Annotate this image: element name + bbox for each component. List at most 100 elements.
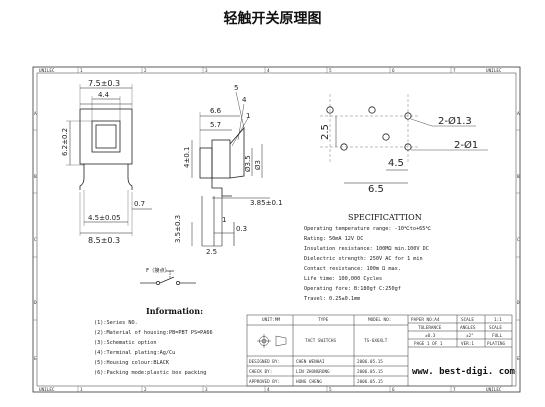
dim-label: 3.5±0.3 [174, 215, 182, 243]
corner-tag-bl: UNILEC [39, 387, 55, 393]
information-title: Information: [146, 306, 203, 316]
row-label: B [34, 174, 37, 180]
dim-label: Ø3 [254, 160, 262, 170]
dim-label: 6.2±0.2 [61, 128, 69, 156]
side-lead [211, 178, 232, 197]
col-label: 6 [392, 387, 395, 393]
actuator-inner [95, 124, 117, 149]
website-link[interactable]: www. best-digi. com [412, 366, 516, 377]
tb-name: HONG CHENG [296, 379, 322, 385]
side-cap [211, 139, 231, 179]
tb-paper-cell: ±2° [466, 333, 474, 339]
dim-label: 8.5±0.3 [88, 236, 120, 245]
tb-header-type: TYPE [318, 317, 329, 323]
tb-paper-cell: ±0.3 [425, 333, 436, 339]
dim-label: 4.4 [98, 91, 110, 99]
dim-label: Ø3.5 [244, 155, 252, 172]
corner-tag-tl: UNILEC [39, 68, 55, 74]
row-label: E [34, 356, 37, 362]
dim-label: 6.5 [368, 184, 384, 195]
page-title: 轻触开关原理图 [223, 11, 322, 27]
tb-name: CHEN WENHAI [296, 359, 325, 365]
info-line: (2):Material of housing:PB=PBT PS=PA66 [94, 330, 213, 336]
col-label: 5 [329, 387, 332, 393]
tb-name: LIN ZHONGRONG [296, 369, 330, 375]
side-actuator [229, 126, 245, 179]
col-label: 7 [453, 387, 456, 393]
tb-date: 2006.05.15 [357, 369, 383, 375]
dim-label: 2-Ø1 [454, 139, 478, 151]
dim-label: 5.7 [210, 121, 221, 129]
tb-paper-cell: 1:1 [494, 317, 502, 323]
col-label: 7 [453, 68, 456, 74]
info-line: (3):Schematic option [94, 340, 156, 346]
dim-label: 4±0.1 [183, 147, 191, 168]
tb-paper-cell: SCALE [489, 325, 502, 331]
col-label: 3 [205, 387, 208, 393]
tb-header-model: MODEL NO: [368, 317, 391, 323]
dim-label: 0.3 [236, 225, 247, 233]
pcb-hole [382, 133, 390, 141]
pcb-layout [320, 94, 488, 184]
spec-line: Operating temperature range: -10℃to+65℃ [304, 226, 431, 232]
tb-header-unit: UNIT:MM [262, 317, 281, 323]
front-lead-left [79, 164, 85, 190]
info-line: (4):Terminal plating:Ag/Cu [94, 350, 175, 356]
row-label: C [517, 237, 520, 243]
spec-line: Contact resistance: 100m Ω max. [304, 266, 401, 272]
info-line: (5):Housing colour:BLACK [94, 360, 170, 366]
dim-label: 4 [242, 96, 247, 104]
row-label: A [34, 111, 37, 117]
dim-label: 7.5±0.3 [88, 79, 120, 88]
spec-lines: Operating temperature range: -10℃to+65℃ … [304, 226, 431, 302]
corner-tag-tr: UNILEC [486, 68, 502, 74]
tb-paper-cell: VER:1 [461, 341, 474, 347]
tb-model: TS-6X6XLT [364, 338, 388, 344]
row-label: C [34, 237, 37, 243]
tb-role: DESIGNED BY: [249, 359, 280, 365]
tb-paper-cell: TOLERANCE [418, 325, 442, 331]
info-line: (1):Series NO. [94, 320, 138, 326]
side-housing [199, 147, 213, 179]
dim-label: 2.5 [206, 248, 217, 256]
outer-frame [32, 66, 521, 393]
tb-paper-cell: ANGLES [460, 325, 476, 331]
pcb-hole [368, 106, 376, 114]
spec-line: Rating: 50mA 12V DC [304, 236, 363, 242]
tb-date: 2006.05.15 [357, 379, 383, 385]
dim-label: 4.5 [388, 158, 404, 169]
row-label: B [517, 174, 520, 180]
dim-label: 2.5 [320, 124, 331, 140]
corner-tag-br: UNILEC [486, 387, 502, 393]
col-label: 2 [144, 387, 147, 393]
projection-symbol-icon [257, 334, 287, 348]
row-label: A [517, 111, 520, 117]
tb-type: TACT SWITCHS [305, 338, 336, 344]
col-label: 2 [144, 68, 147, 74]
col-label: 1 [80, 68, 83, 74]
spec-line: Travel: 0.25±0.1mm [304, 296, 360, 302]
spec-line: Insulation resistance: 100MΩ min.100V DC [304, 246, 429, 252]
dim-label: 0.7 [134, 200, 145, 208]
grid-ticks [33, 67, 520, 392]
dim-label: 1 [246, 112, 250, 120]
dim-label: 6.6 [210, 107, 222, 115]
switch-body [79, 108, 133, 165]
front-lead-right [127, 164, 133, 190]
row-label: D [517, 300, 520, 306]
front-view [66, 84, 152, 236]
row-label: D [34, 300, 37, 306]
row-label: E [517, 356, 520, 362]
side-view [191, 91, 270, 247]
tb-paper-cell: FULL [492, 333, 503, 339]
tb-role: CHECK BY: [249, 369, 272, 375]
info-line: (6):Packing mode:plastic box packing [94, 370, 206, 376]
dim-label: 3.85±0.1 [250, 199, 283, 207]
schematic-label: F（接点） [146, 266, 170, 274]
spec-line: Operating fore: B:180gf C:250gf [304, 286, 401, 292]
tb-paper-cell: PLATING [487, 341, 506, 347]
tb-paper-cell: SCALE [461, 317, 474, 323]
tb-role: APPROVED BY: [249, 379, 280, 385]
information-lines: (1):Series NO. (2):Material of housing:P… [94, 320, 213, 376]
